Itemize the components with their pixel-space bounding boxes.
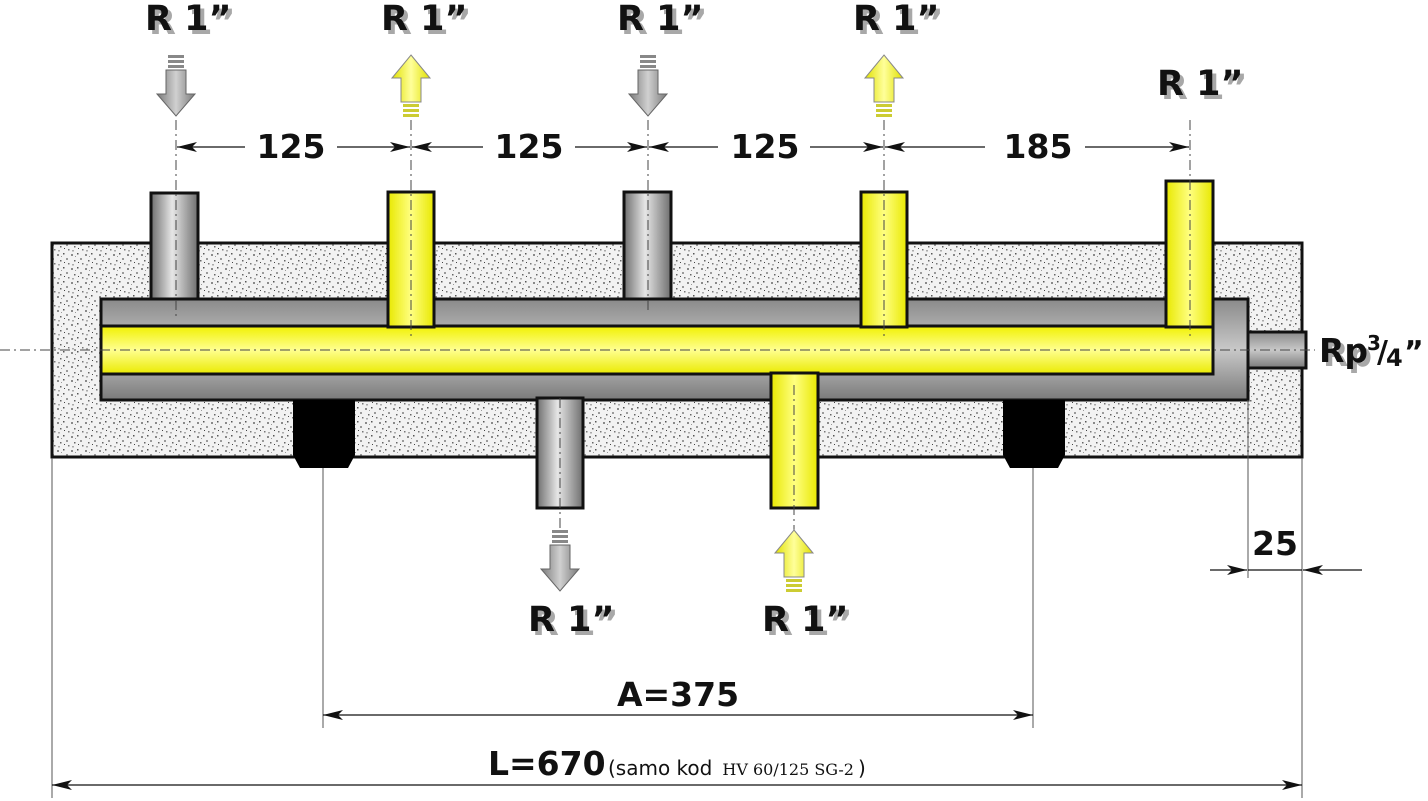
flow-arrow-top-1 <box>155 55 197 117</box>
l-dimension-note: (samo kod HV 60/125 SG-2 ) <box>608 756 866 780</box>
label-top-2: R 1” R 1” <box>381 0 472 43</box>
flow-arrow-bottom-1 <box>539 530 581 592</box>
svg-text:R 1”: R 1” <box>1157 64 1244 104</box>
svg-text:R 1”: R 1” <box>532 604 619 644</box>
spacing-1: 125 <box>257 127 326 166</box>
label-bottom-2: R 1” R 1” <box>762 600 853 644</box>
svg-text:4: 4 <box>1386 344 1403 372</box>
stub-axes <box>175 120 1191 530</box>
label-side-outlet: Rp Rp 3 / 4 ” <box>1319 331 1424 374</box>
spacing-2: 125 <box>495 127 564 166</box>
svg-text:R 1”: R 1” <box>621 3 708 43</box>
flow-arrow-bottom-2 <box>773 529 815 592</box>
flow-arrow-top-2 <box>390 54 432 117</box>
svg-text:R 1”: R 1” <box>762 600 849 640</box>
label-top-5: R 1” R 1” <box>1157 64 1248 108</box>
top-stub-1 <box>149 191 200 305</box>
label-bottom-1: R 1” R 1” <box>528 600 619 644</box>
a-dimension-value: A=375 <box>617 675 739 714</box>
label-top-3: R 1” R 1” <box>617 0 708 43</box>
svg-text:R 1”: R 1” <box>149 3 236 43</box>
label-top-4: R 1” R 1” <box>853 0 944 43</box>
label-top-1: R 1” R 1” <box>145 0 236 43</box>
svg-text:Rp: Rp <box>1323 335 1372 374</box>
l-dimension-value: L=670 <box>488 744 606 783</box>
flow-arrow-top-3 <box>627 55 669 117</box>
flow-arrow-top-4 <box>863 54 905 117</box>
svg-text:3: 3 <box>1367 331 1381 355</box>
end-offset-value: 25 <box>1252 524 1298 563</box>
svg-text:R 1”: R 1” <box>857 3 944 43</box>
support-foot-right <box>1003 400 1065 468</box>
svg-text:R 1”: R 1” <box>853 0 940 39</box>
spacing-3: 125 <box>731 127 800 166</box>
svg-text:R 1”: R 1” <box>385 3 472 43</box>
svg-text:/: / <box>1377 335 1388 370</box>
svg-text:R 1”: R 1” <box>1161 68 1248 108</box>
svg-text:Rp: Rp <box>1319 331 1368 370</box>
side-outlet-pipe <box>1246 330 1308 370</box>
svg-text:R 1”: R 1” <box>766 604 853 644</box>
spacing-4: 185 <box>1004 127 1073 166</box>
svg-text:R 1”: R 1” <box>381 0 468 39</box>
svg-text:”: ” <box>1404 335 1424 370</box>
svg-text:R 1”: R 1” <box>145 0 232 39</box>
support-foot-left <box>293 400 355 468</box>
svg-text:R 1”: R 1” <box>528 600 615 640</box>
extension-lines <box>51 400 1303 798</box>
svg-text:R 1”: R 1” <box>617 0 704 39</box>
